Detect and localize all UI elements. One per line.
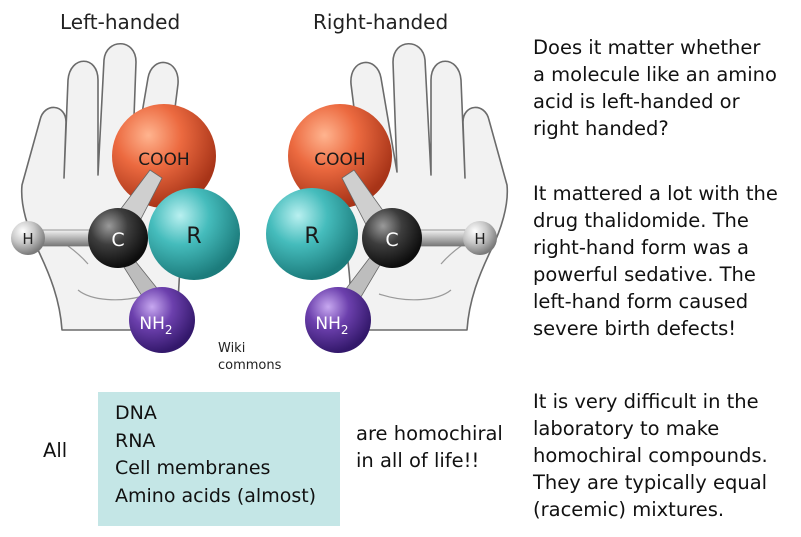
right-r-atom [266, 188, 358, 280]
homochiral-note-line: in all of life!! [356, 449, 480, 472]
left-carbon-label: C [111, 229, 124, 251]
right-carbon-label: C [385, 229, 398, 251]
question-line: acid is left-handed or [533, 90, 740, 113]
svg-text:NH2: NH2 [139, 314, 172, 337]
homochiral-item: Amino acids (almost) [115, 484, 317, 507]
image-credit: Wiki commons [218, 340, 281, 374]
homochiral-note-line: are homochiral [356, 422, 503, 445]
question-line: a molecule like an amino [533, 63, 777, 86]
left-cooh-atom [112, 104, 216, 208]
lab-note-paragraph: It is very difficult in the laboratory t… [533, 388, 768, 523]
left-hydrogen-label: H [22, 230, 33, 248]
homochiral-item: DNA [115, 402, 157, 424]
homochiral-item: Cell membranes [115, 457, 271, 479]
right-hydrogen-label: H [474, 230, 485, 248]
right-molecule: COOH C R H NH2 [266, 104, 497, 353]
homochiral-item: RNA [115, 429, 156, 452]
all-label: All [43, 439, 68, 462]
svg-text:NH2: NH2 [315, 314, 348, 337]
left-nh2-subscript: 2 [165, 323, 173, 337]
left-carbon-atom [88, 208, 148, 268]
question-line: right handed? [533, 117, 669, 140]
lab-note-line: It is very difficult in the [533, 390, 759, 413]
thalidomide-line: It mattered a lot with the [533, 182, 778, 205]
lab-note-line: laboratory to make [533, 417, 720, 440]
right-cooh-label: COOH [314, 150, 365, 170]
question-line: Does it matter whether [533, 36, 761, 59]
right-nh2-subscript: 2 [341, 323, 349, 337]
right-cooh-atom [288, 104, 392, 208]
credit-line: commons [218, 358, 282, 373]
left-handed-title: Left-handed [60, 10, 181, 34]
left-nh2-label: NH [139, 314, 165, 334]
left-hydrogen-atom [11, 221, 45, 255]
left-r-label: R [186, 224, 201, 249]
homochiral-list-box: DNA RNA Cell membranes Amino acids (almo… [98, 392, 340, 526]
right-nh2-atom [305, 287, 371, 353]
question-paragraph: Does it matter whether a molecule like a… [533, 34, 777, 142]
right-carbon-atom [362, 208, 422, 268]
left-r-atom [148, 188, 240, 280]
right-handed-title: Right-handed [313, 10, 449, 34]
right-hydrogen-atom [463, 221, 497, 255]
homochiral-note: are homochiral in all of life!! [356, 420, 503, 474]
lab-note-line: homochiral compounds. [533, 444, 768, 467]
thalidomide-line: severe birth defects! [533, 317, 737, 340]
thalidomide-paragraph: It mattered a lot with the drug thalidom… [533, 180, 778, 342]
thalidomide-line: right-hand form was a [533, 236, 749, 259]
thalidomide-line: drug thalidomide. The [533, 209, 749, 232]
thalidomide-line: powerful sedative. The [533, 263, 756, 286]
thalidomide-line: left-hand form caused [533, 290, 749, 313]
right-r-label: R [304, 224, 319, 249]
left-cooh-label: COOH [138, 150, 189, 170]
chirality-hands-illustration: COOH C R H NH2 COOH C R H NH2 [11, 43, 509, 353]
left-nh2-atom [129, 287, 195, 353]
lab-note-line: (racemic) mixtures. [533, 498, 725, 521]
credit-line: Wiki [218, 341, 246, 356]
right-nh2-label: NH [315, 314, 341, 334]
left-molecule: COOH C R H NH2 [11, 104, 240, 353]
lab-note-line: They are typically equal [533, 471, 768, 494]
